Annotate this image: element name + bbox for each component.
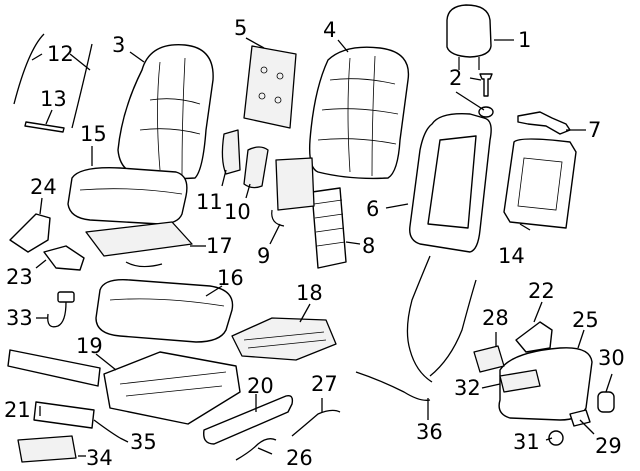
part-back-panel — [243, 45, 297, 129]
callout-33: 33 — [6, 306, 33, 330]
callout-28: 28 — [482, 306, 509, 330]
part-switch-bezel — [515, 321, 553, 353]
part-rod — [24, 121, 65, 133]
callout-25: 25 — [572, 308, 599, 332]
callout-1: 1 — [518, 28, 532, 52]
part-seatback-pad — [308, 46, 410, 180]
part-side-pad — [221, 129, 241, 175]
leader-lines — [31, 37, 613, 457]
callout-30: 30 — [598, 346, 625, 370]
callout-11: 11 — [196, 190, 223, 214]
callout-17: 17 — [206, 234, 233, 258]
callout-6: 6 — [366, 197, 380, 221]
callout-13: 13 — [40, 87, 67, 111]
part-heater-element — [243, 146, 269, 189]
part-rear-back-panel — [503, 138, 577, 229]
part-lumbar-module — [271, 157, 315, 227]
callout-12: 12 — [47, 42, 74, 66]
callout-32: 32 — [454, 376, 481, 400]
part-switch-module — [473, 345, 505, 373]
callout-34: 34 — [86, 446, 113, 470]
callout-9: 9 — [257, 244, 271, 268]
part-cushion-pan — [85, 221, 193, 268]
part-seat-suspension — [231, 317, 337, 361]
part-clip — [548, 430, 564, 446]
part-seatback-frame — [409, 113, 492, 253]
part-control-module — [17, 435, 77, 463]
part-connector — [47, 291, 75, 328]
part-headrest-guide — [478, 73, 494, 118]
part-harness-35 — [33, 401, 121, 439]
part-side-panel — [498, 347, 593, 421]
callout-23: 23 — [6, 265, 33, 289]
part-switch — [499, 369, 541, 393]
part-harness-27 — [291, 409, 341, 437]
part-main-harness — [355, 255, 477, 401]
part-cushion-cover — [67, 167, 188, 225]
part-bracket — [517, 111, 571, 135]
callout-36: 36 — [416, 420, 443, 444]
callout-26: 26 — [286, 446, 313, 470]
callout-14: 14 — [498, 244, 525, 268]
callout-16: 16 — [217, 266, 244, 290]
callout-10: 10 — [224, 200, 251, 224]
part-headrest — [446, 4, 492, 70]
part-harness-26 — [235, 438, 277, 461]
callout-22: 22 — [528, 279, 555, 303]
part-trim-strip — [13, 33, 93, 129]
part-trim-bracket — [43, 245, 85, 271]
part-cap — [597, 391, 615, 413]
part-knob — [569, 409, 591, 427]
callout-7: 7 — [588, 118, 602, 142]
part-recliner-cover — [9, 213, 51, 253]
callout-21: 21 — [4, 398, 31, 422]
callout-8: 8 — [362, 234, 376, 258]
callout-31: 31 — [513, 430, 540, 454]
callout-18: 18 — [296, 281, 323, 305]
callout-20: 20 — [247, 374, 274, 398]
callout-24: 24 — [30, 175, 57, 199]
part-cushion-pad — [95, 279, 234, 343]
part-seat-frame — [103, 351, 241, 425]
callout-4: 4 — [323, 18, 337, 42]
part-track-cover — [7, 349, 101, 387]
callout-19: 19 — [76, 334, 103, 358]
part-seatback-cover — [117, 44, 214, 180]
callout-3: 3 — [112, 33, 126, 57]
callout-27: 27 — [311, 372, 338, 396]
callout-2: 2 — [449, 66, 463, 90]
callout-29: 29 — [595, 434, 622, 458]
part-lumbar-support — [311, 187, 347, 269]
callout-5: 5 — [234, 16, 248, 40]
callout-35: 35 — [130, 430, 157, 454]
part-side-shield — [203, 394, 294, 445]
callout-15: 15 — [80, 122, 107, 146]
